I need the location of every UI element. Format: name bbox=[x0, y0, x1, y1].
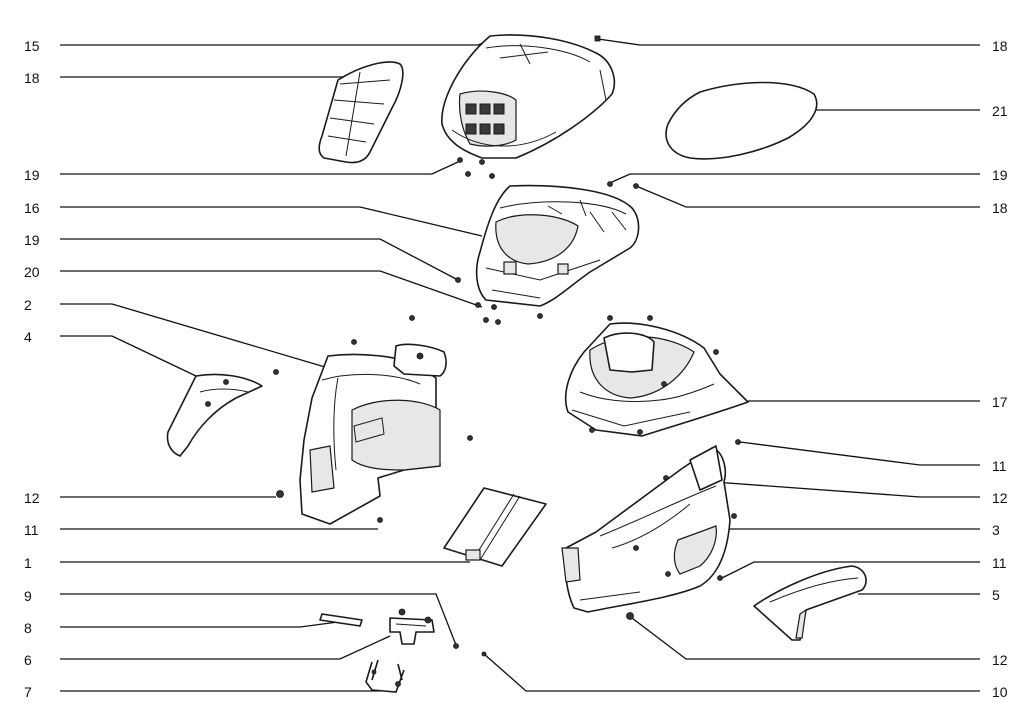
callout-1: 1 bbox=[24, 555, 32, 571]
part-6-hinge-bracket bbox=[389, 608, 435, 645]
part-21-pad bbox=[665, 81, 818, 160]
leader-lines bbox=[60, 38, 980, 692]
callout-9: 9 bbox=[24, 588, 32, 604]
callout-11-right-bottom: 11 bbox=[992, 555, 1007, 571]
callout-15: 15 bbox=[24, 38, 40, 54]
screw-12-left bbox=[276, 490, 284, 498]
callout-11-right-top: 11 bbox=[992, 458, 1007, 474]
callout-4: 4 bbox=[24, 329, 32, 345]
part-3-lower-panel bbox=[561, 445, 737, 613]
callout-12-right-bottom: 12 bbox=[992, 652, 1008, 668]
part-15-headset-cover bbox=[441, 34, 616, 159]
callout-6: 6 bbox=[24, 652, 32, 668]
part-17-front-cover bbox=[564, 322, 749, 437]
callout-19-left-mid: 19 bbox=[24, 232, 40, 248]
callout-20: 20 bbox=[24, 264, 40, 280]
callout-10: 10 bbox=[992, 684, 1008, 700]
part-2-inner-panel bbox=[299, 343, 447, 525]
callout-18-right-mid: 18 bbox=[992, 200, 1008, 216]
part-7-spring-clip bbox=[365, 659, 405, 693]
callout-12-right-top: 12 bbox=[992, 490, 1008, 506]
callout-3: 3 bbox=[992, 522, 1000, 538]
callout-11-left: 11 bbox=[24, 522, 39, 538]
callout-18-right-top: 18 bbox=[992, 38, 1008, 54]
part-4-side-bracket bbox=[166, 373, 263, 457]
part-18-seat-cover bbox=[318, 61, 404, 164]
callout-2: 2 bbox=[24, 297, 32, 313]
callout-21: 21 bbox=[992, 103, 1008, 119]
callout-19-left-top: 19 bbox=[24, 167, 40, 183]
part-8-rod bbox=[319, 613, 363, 627]
callout-7: 7 bbox=[24, 684, 32, 700]
screw-12-right-bottom bbox=[626, 612, 634, 620]
callout-19-right: 19 bbox=[992, 167, 1008, 183]
part-5-fairing bbox=[753, 565, 867, 641]
part-16-rear-shell bbox=[475, 184, 640, 307]
callout-8: 8 bbox=[24, 620, 32, 636]
callout-16: 16 bbox=[24, 200, 40, 216]
callout-18-left: 18 bbox=[24, 70, 40, 86]
screw-18-top bbox=[594, 35, 601, 42]
callout-5: 5 bbox=[992, 587, 1000, 603]
part-1-lid-panel bbox=[443, 487, 547, 567]
callout-17: 17 bbox=[992, 394, 1008, 410]
callout-12-left: 12 bbox=[24, 490, 40, 506]
